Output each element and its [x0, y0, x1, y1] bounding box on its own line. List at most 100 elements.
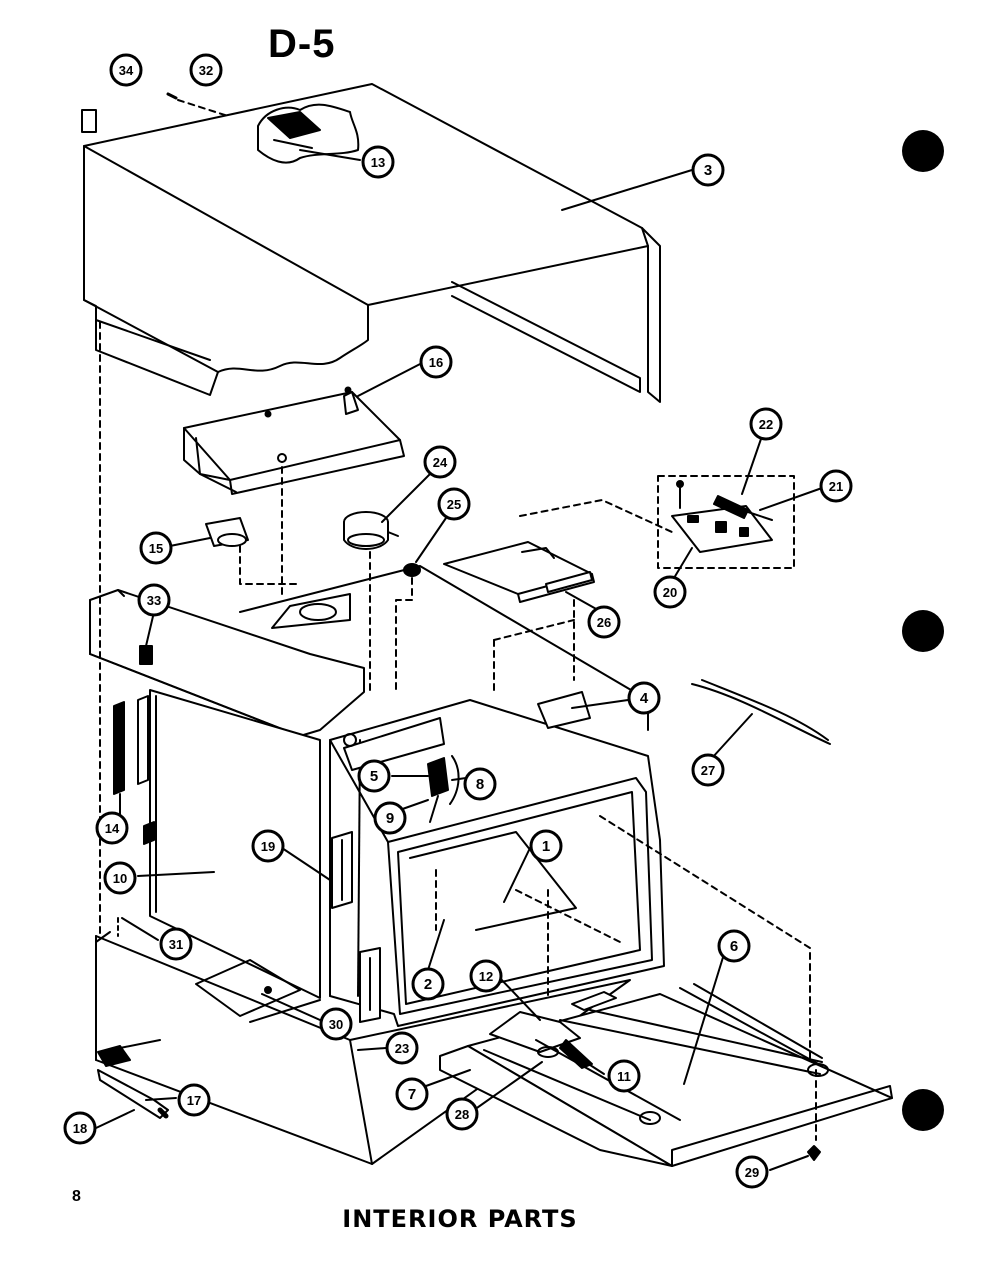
callout-17: 17 [177, 1083, 211, 1117]
callout-5: 5 [357, 759, 391, 793]
thermostat-part [205, 517, 297, 585]
callout-circle [177, 1083, 211, 1117]
callout-label: 11 [617, 1069, 631, 1084]
callout-25: 25 [437, 487, 471, 521]
callout-label: 5 [370, 768, 378, 785]
binder-hole [902, 610, 944, 652]
callout-14: 14 [95, 811, 129, 845]
callout-28: 28 [445, 1097, 479, 1131]
callout-label: 29 [745, 1165, 759, 1180]
page-title: D-5 [268, 22, 336, 66]
callout-circle [423, 445, 457, 479]
callout-16: 16 [419, 345, 453, 379]
callout-6: 6 [717, 929, 751, 963]
callout-label: 24 [433, 455, 448, 470]
callout-circle [469, 959, 503, 993]
callout-label: 12 [479, 969, 493, 984]
foot-bracket-part [97, 1045, 169, 1119]
callout-circle [819, 469, 853, 503]
callout-circle [653, 575, 687, 609]
callout-circle [373, 801, 407, 835]
callout-circle [411, 967, 445, 1001]
callout-label: 17 [187, 1093, 201, 1108]
callout-label: 28 [455, 1107, 469, 1122]
callout-circle [361, 145, 395, 179]
callout-label: 3 [704, 162, 712, 179]
callout-label: 6 [730, 938, 738, 955]
callout-circle [95, 811, 129, 845]
callout-label: 18 [73, 1121, 87, 1136]
callout-circle [385, 1031, 419, 1065]
callout-15: 15 [139, 531, 173, 565]
callout-circle [691, 153, 725, 187]
callout-label: 9 [386, 810, 394, 827]
callout-circle [419, 345, 453, 379]
callout-18: 18 [63, 1111, 97, 1145]
callout-circle [103, 861, 137, 895]
callout-3: 3 [691, 153, 725, 187]
callout-label: 20 [663, 585, 677, 600]
mounting-plate-part [443, 541, 595, 691]
callout-label: 7 [408, 1086, 416, 1103]
callout-label: 22 [759, 417, 773, 432]
callout-circle [251, 829, 285, 863]
tray-assembly-part [439, 983, 893, 1167]
callout-label: 30 [329, 1017, 343, 1032]
callout-label: 4 [640, 690, 649, 707]
callout-8: 8 [463, 767, 497, 801]
binder-hole [902, 130, 944, 172]
callout-label: 15 [149, 541, 163, 556]
control-board-part [519, 475, 795, 569]
callout-circle [717, 929, 751, 963]
callout-label: 34 [119, 63, 134, 78]
callout-circle [139, 531, 173, 565]
callout-circle [529, 829, 563, 863]
callout-circle [189, 53, 223, 87]
oven-chassis-part [89, 321, 811, 1071]
callout-24: 24 [423, 445, 457, 479]
callout-33: 33 [137, 583, 171, 617]
callout-13: 13 [361, 145, 395, 179]
callout-label: 27 [701, 763, 715, 778]
callout-9: 9 [373, 801, 407, 835]
callout-circle [691, 753, 725, 787]
callout-circle [137, 583, 171, 617]
callout-19: 19 [251, 829, 285, 863]
outer-cover-part [81, 83, 661, 403]
callout-circle [627, 681, 661, 715]
callout-label: 8 [476, 776, 484, 793]
callout-circle [463, 767, 497, 801]
callout-12: 12 [469, 959, 503, 993]
callout-32: 32 [189, 53, 223, 87]
callout-11: 11 [607, 1059, 641, 1093]
page-caption: INTERIOR PARTS [342, 1205, 578, 1233]
callout-label: 1 [542, 838, 550, 855]
air-duct-part [183, 386, 405, 599]
callout-label: 26 [597, 615, 611, 630]
page-number: 8 [72, 1188, 81, 1205]
callout-30: 30 [319, 1007, 353, 1041]
callout-31: 31 [159, 927, 193, 961]
callout-label: 10 [113, 871, 127, 886]
callout-27: 27 [691, 753, 725, 787]
bushing-part [395, 563, 421, 691]
callout-label: 14 [105, 821, 120, 836]
callout-label: 33 [147, 593, 161, 608]
leader-lines [95, 149, 823, 1171]
callout-label: 21 [829, 479, 843, 494]
callout-circle [319, 1007, 353, 1041]
callout-21: 21 [819, 469, 853, 503]
callout-circle [749, 407, 783, 441]
callout-26: 26 [587, 605, 621, 639]
binder-hole [902, 1089, 944, 1131]
callout-29: 29 [735, 1155, 769, 1189]
callout-circle [159, 927, 193, 961]
callout-circle [607, 1059, 641, 1093]
callout-7: 7 [395, 1077, 429, 1111]
callout-label: 16 [429, 355, 443, 370]
callout-label: 13 [371, 155, 385, 170]
fan-motor-part [343, 511, 399, 693]
callout-23: 23 [385, 1031, 419, 1065]
